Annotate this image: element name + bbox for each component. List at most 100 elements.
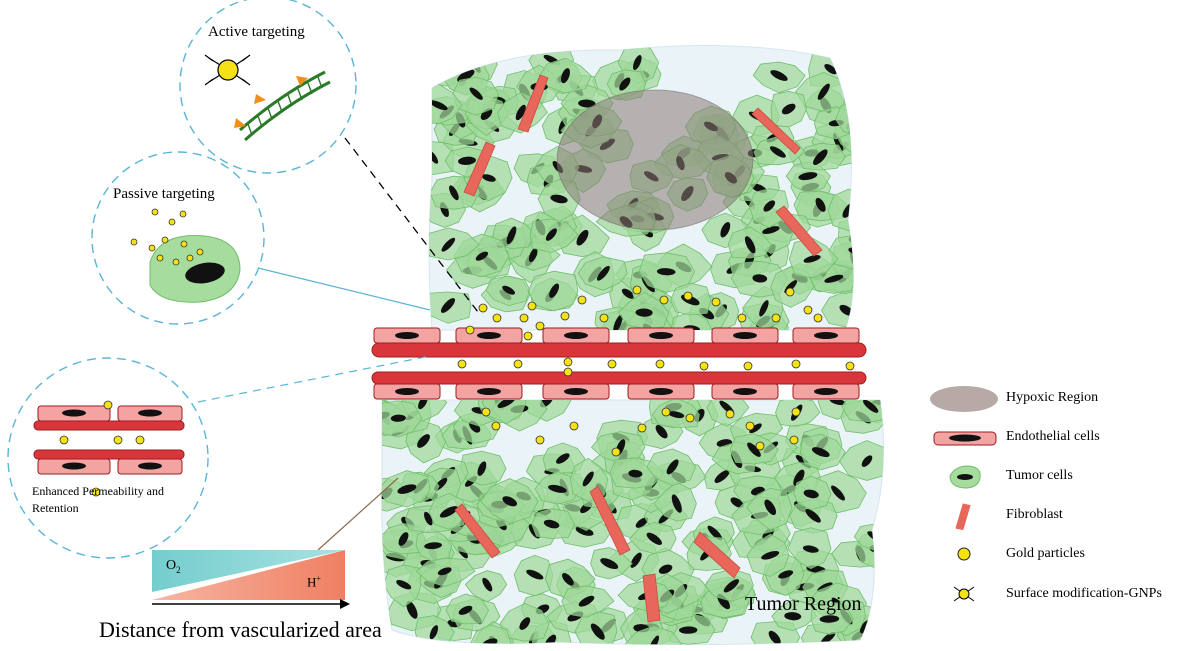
cell-nucleus: [815, 197, 826, 212]
gold-particle: [465, 325, 475, 335]
gold-particle: [527, 301, 537, 311]
fibroblasts: [454, 74, 823, 623]
cell-nucleus: [831, 485, 845, 501]
cell-nucleus: [646, 532, 662, 545]
legend-label-fibroblast: Fibroblast: [1006, 507, 1063, 522]
cell-nucleus: [723, 579, 740, 593]
cell-nucleus: [475, 251, 489, 261]
cell-nucleus: [429, 100, 448, 111]
cell-nucleus: [747, 442, 761, 457]
active-targeting-callout: [179, 0, 357, 174]
endothelial-nucleus: [477, 388, 501, 395]
cell-nucleus: [633, 55, 642, 70]
o2-text: O: [166, 558, 177, 573]
epr-callout: [7, 357, 209, 559]
gold-particles-extravasating: [457, 285, 855, 457]
gold-particle: [743, 361, 753, 371]
fibroblast: [454, 503, 501, 559]
cell-nucleus: [398, 532, 409, 546]
gold-particle: [655, 359, 665, 369]
o2-gradient-wedge: [152, 550, 345, 592]
fibroblast: [642, 573, 661, 623]
cell-nucleus: [596, 265, 610, 281]
o2-subscript: 2: [176, 564, 181, 575]
cell-nucleus: [802, 545, 819, 553]
cell-nucleus: [502, 496, 518, 507]
cell-nucleus: [803, 255, 821, 263]
gold-particle: [519, 313, 529, 323]
cell-nucleus: [769, 146, 786, 158]
cell-nucleus: [556, 453, 570, 464]
passive-targeting-callout: [91, 151, 265, 325]
cell-nucleus: [744, 236, 756, 254]
gold-particle: [59, 435, 69, 445]
gold-particle: [785, 287, 795, 297]
cell-nucleus: [578, 595, 595, 607]
cell-nucleus: [482, 577, 493, 592]
endothelial-nucleus: [649, 388, 673, 395]
h-gradient-wedge: [152, 550, 345, 600]
gold-particle: [791, 407, 801, 417]
cell-nucleus: [770, 70, 788, 81]
cell-nucleus: [477, 461, 487, 476]
cell-nucleus: [458, 605, 473, 615]
blood-vessel: [371, 327, 867, 400]
cell-nucleus: [871, 627, 884, 635]
cell-nucleus: [619, 77, 631, 91]
gold-particle: [563, 357, 573, 367]
cell-nucleus: [658, 564, 673, 574]
gold-particle: [737, 313, 747, 323]
cell-nucleus: [600, 558, 619, 570]
gold-particle: [168, 218, 176, 226]
gold-particle: [789, 435, 799, 445]
gold-particle: [179, 210, 187, 218]
gold-particle: [725, 409, 735, 419]
cell-nucleus: [440, 298, 456, 313]
cell-nucleus: [519, 617, 531, 630]
gold-particle-icon: [957, 547, 971, 561]
cell-nucleus: [458, 156, 476, 165]
tumor-region-label: Tumor Region: [745, 593, 862, 615]
cell-nucleus: [482, 174, 496, 182]
gold-particle: [148, 244, 156, 252]
endothelial-nucleus: [733, 388, 757, 395]
cell-nucleus: [848, 247, 854, 255]
cell-nucleus: [549, 283, 560, 298]
cell-nucleus: [575, 526, 594, 536]
cell-nucleus: [655, 425, 668, 439]
active-targeting-label: Active targeting: [208, 24, 305, 40]
cell-nucleus: [418, 400, 428, 410]
cell-nucleus: [628, 469, 643, 478]
endothelial-nucleus: [477, 332, 501, 339]
gold-particle: [478, 303, 488, 313]
gold-particle: [845, 361, 855, 371]
legend-label-gold: Gold particles: [1006, 546, 1085, 561]
gold-particle: [611, 447, 621, 457]
endothelial-nucleus: [814, 388, 838, 395]
cell-nucleus: [440, 62, 452, 77]
cell-nucleus: [679, 626, 698, 634]
cell-nucleus: [424, 542, 442, 550]
cell-nucleus: [820, 631, 836, 645]
gold-particle: [91, 487, 101, 497]
cell-nucleus: [582, 471, 594, 487]
gold-particle: [523, 331, 533, 341]
gold-particle: [535, 435, 545, 445]
fibroblast: [751, 107, 801, 155]
gold-particle: [492, 313, 502, 323]
gold-particle: [180, 240, 188, 248]
cell-nucleus: [671, 494, 682, 513]
cell-nucleus: [863, 400, 879, 413]
connector-passive: [257, 267, 431, 311]
passive-targeting-label: Passive targeting: [113, 186, 215, 202]
fibroblast: [775, 205, 823, 257]
cell-nucleus: [429, 625, 439, 640]
endothelial-nucleus: [564, 332, 588, 339]
cell-nucleus: [457, 69, 475, 82]
cell-nucleus: [730, 497, 744, 508]
connector-gradient: [317, 477, 399, 551]
cell-nucleus: [798, 172, 818, 181]
cell-nucleus: [793, 469, 805, 486]
cell-nucleus: [829, 400, 846, 406]
cell-nucleus: [548, 484, 567, 493]
